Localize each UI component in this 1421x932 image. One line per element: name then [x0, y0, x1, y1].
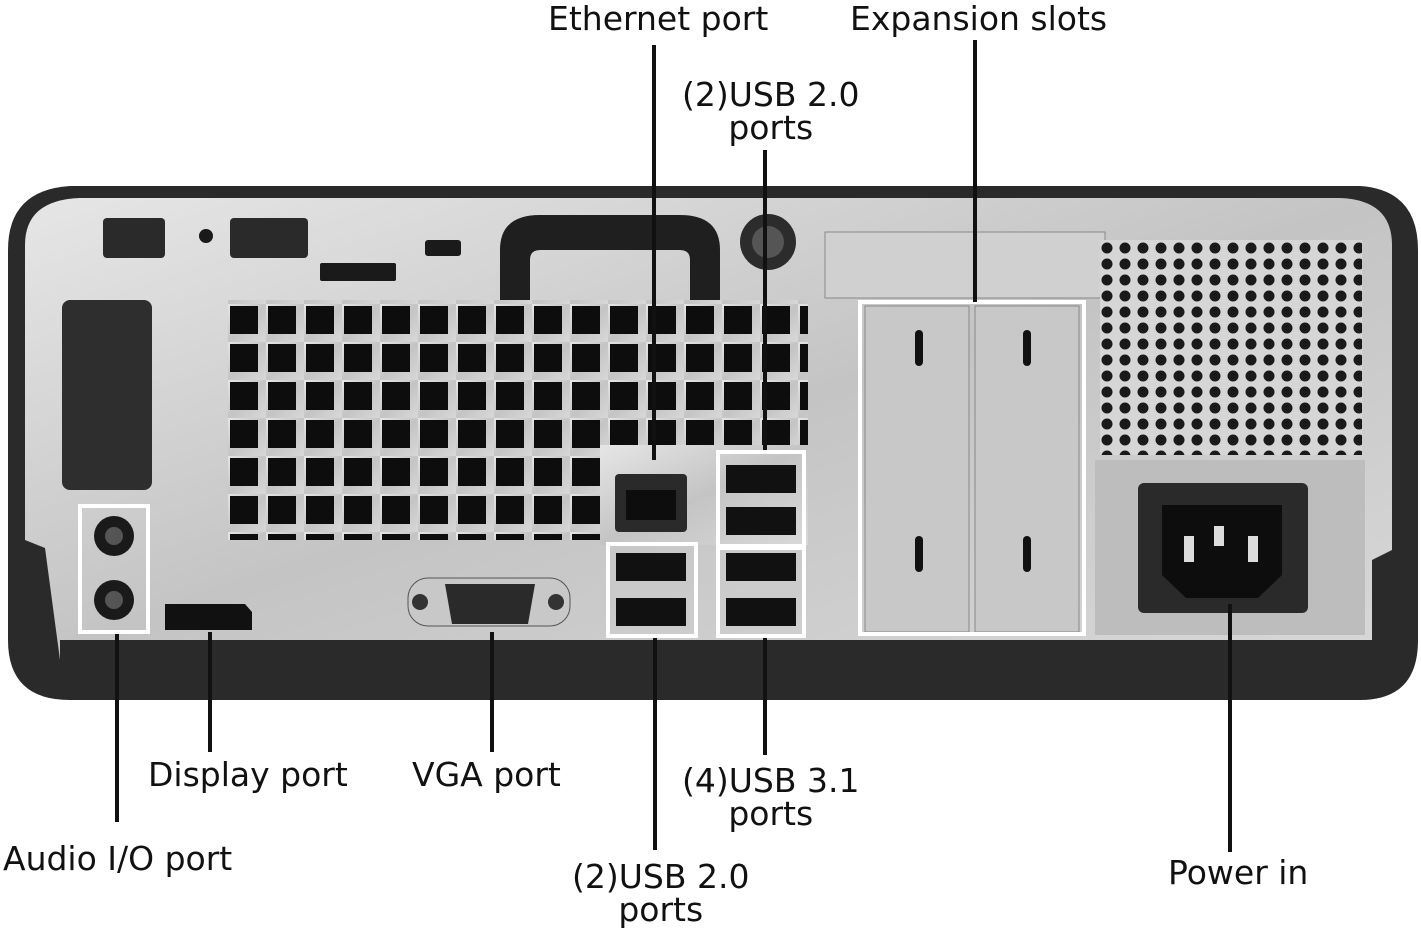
- side-bracket-left: [62, 300, 152, 490]
- top-slot: [320, 263, 396, 281]
- label-usb2-bottom-line1: (2)USB 2.0: [572, 857, 750, 896]
- label-ethernet-port: Ethernet port: [548, 0, 769, 38]
- label-usb31-line1: (4)USB 3.1: [682, 761, 860, 800]
- psu-vent: [1100, 240, 1362, 455]
- power-inlet-socket: [1162, 505, 1282, 598]
- label-usb2-bottom-line2: ports: [618, 890, 704, 929]
- usb2-bottom-port-2: [616, 598, 686, 626]
- label-audio-io-port: Audio I/O port: [3, 839, 233, 878]
- usb31-port-2: [726, 598, 796, 626]
- bottom-trim: [60, 640, 1372, 680]
- top-latch-left: [103, 218, 165, 258]
- carry-handle: [500, 215, 720, 300]
- label-vga-port: VGA port: [412, 755, 561, 794]
- lock-slot: [425, 240, 461, 256]
- leader-lines: [115, 40, 1232, 852]
- label-expansion-slots: Expansion slots: [850, 0, 1108, 38]
- audio-port-box: [78, 504, 150, 634]
- expansion-slots-box: [858, 300, 1086, 636]
- usb2-bottom-box: [606, 542, 698, 638]
- label-usb2-bottom: (2)USB 2.0 ports: [572, 860, 749, 926]
- label-usb31: (4)USB 3.1 ports: [682, 764, 859, 830]
- top-screw-hole: [199, 229, 213, 243]
- usb2-top-port-1: [726, 465, 796, 493]
- label-display-port: Display port: [148, 755, 348, 794]
- label-usb31-line2: ports: [728, 794, 814, 833]
- usb2-top-port-2: [726, 507, 796, 535]
- vga-connector: [445, 584, 535, 624]
- label-usb2-top-line2: ports: [728, 108, 814, 147]
- top-latch-right: [230, 218, 308, 258]
- usb2-bottom-port-1: [616, 553, 686, 581]
- expansion-bracket-top: [824, 231, 1106, 299]
- label-usb2-top-line1: (2)USB 2.0: [682, 75, 860, 114]
- label-power-in: Power in: [1168, 853, 1309, 892]
- displayport-connector: [165, 604, 252, 630]
- label-usb2-top: (2)USB 2.0 ports: [682, 78, 859, 144]
- usb31-box: [716, 546, 806, 638]
- usb31-port-1: [726, 553, 796, 581]
